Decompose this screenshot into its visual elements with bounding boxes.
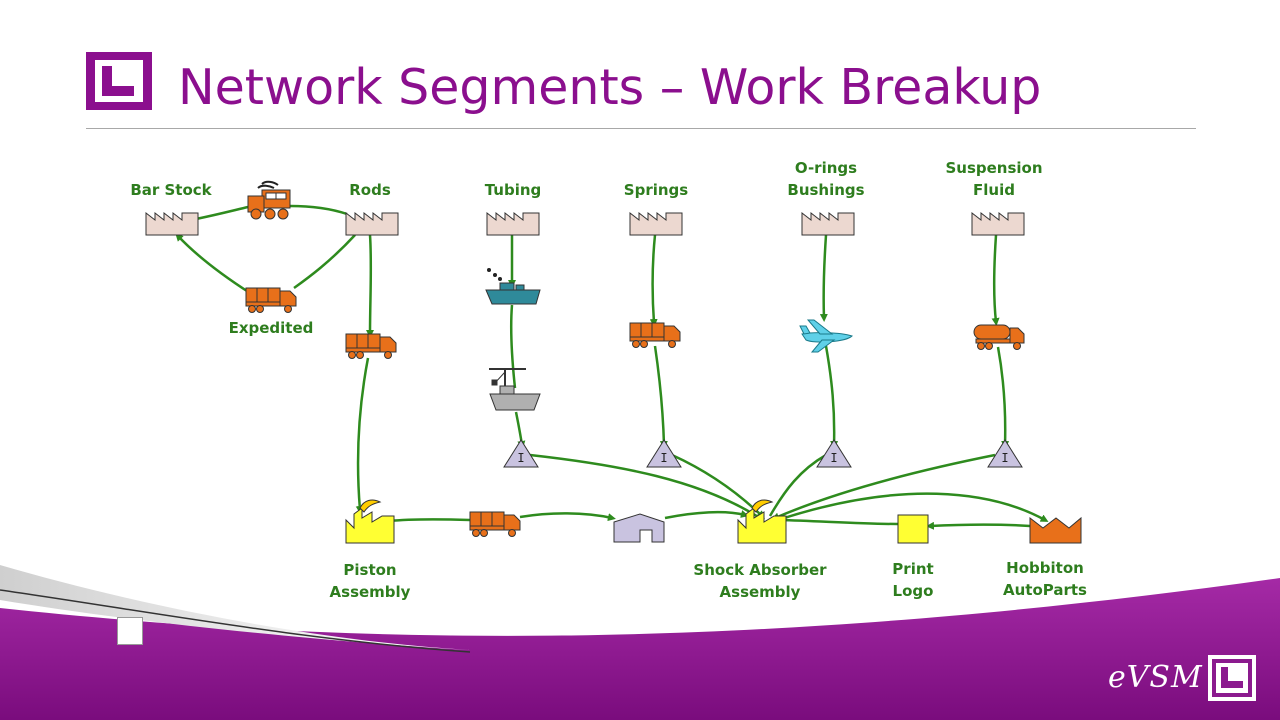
flow-expedited-barstock — [175, 233, 251, 295]
label-orings-line1: O-rings — [794, 159, 858, 177]
company-logo-icon — [86, 52, 152, 110]
embedded-note-thumbnail — [117, 617, 143, 645]
label-fluid-line1: Suspension — [945, 159, 1043, 177]
svg-text:I: I — [660, 451, 667, 465]
tubing-factory-icon — [486, 212, 540, 236]
flow-inv4-shock — [771, 453, 996, 521]
tanker-truck-icon — [973, 324, 1025, 350]
expedited-truck-icon — [245, 287, 297, 313]
airplane-icon — [799, 319, 853, 353]
rods-truck-icon — [345, 333, 397, 359]
label-hobbiton-line1: Hobbiton — [1006, 559, 1084, 577]
flow-inv3-shock — [768, 453, 827, 517]
flow-shock-hobbiton — [777, 492, 1049, 522]
process-box-icon — [897, 514, 929, 544]
label-hobbiton-line2: AutoParts — [1003, 581, 1087, 599]
flow-truck-inv2 — [653, 345, 668, 449]
flow-plane-inv3 — [824, 345, 839, 449]
flow-piston-truck — [384, 516, 471, 525]
flow-orings-plane — [819, 234, 828, 322]
flow-rods-expedited — [293, 234, 356, 290]
label-print-line2: Logo — [892, 582, 934, 600]
fluid-factory-icon — [971, 212, 1025, 236]
label-print-line1: Print — [892, 560, 934, 578]
svg-text:I: I — [830, 451, 837, 465]
label-shock-line1: Shock Absorber — [693, 561, 827, 579]
flow-train-rods — [289, 204, 348, 216]
svg-text:I: I — [1001, 451, 1008, 465]
springs-truck-icon — [629, 322, 681, 348]
flow-truck-warehouse — [519, 512, 616, 522]
inventory-triangle-icon: I — [816, 439, 852, 468]
label-bar-stock: Bar Stock — [130, 181, 212, 199]
shock-absorber-assembly-plant-icon — [737, 499, 787, 544]
bar-stock-factory-icon — [145, 212, 199, 236]
flow-truck-piston — [355, 357, 370, 514]
orings-factory-icon — [801, 212, 855, 236]
flow-ship-barge — [509, 304, 517, 389]
label-shock-line2: Assembly — [719, 583, 801, 601]
ship-icon — [485, 268, 541, 305]
label-piston-line2: Assembly — [329, 583, 411, 601]
flow-hobbiton-print — [926, 521, 1031, 530]
customer-icon — [1029, 516, 1082, 544]
inventory-triangle-icon: I — [987, 439, 1023, 468]
warehouse-icon — [613, 513, 665, 543]
page-title: Network Segments – Work Breakup — [178, 59, 1042, 116]
label-fluid-line2: Fluid — [973, 181, 1015, 199]
flow-warehouse-shock — [664, 510, 749, 520]
label-orings-line2: Bushings — [787, 181, 865, 199]
svg-text:I: I — [517, 451, 524, 465]
barge-icon — [489, 368, 541, 411]
brand-logo-icon — [1208, 655, 1256, 701]
springs-factory-icon — [629, 212, 683, 236]
inventory-triangle-icon: I — [503, 439, 539, 468]
flow-fluid-tanker — [991, 234, 1000, 326]
flow-lines — [175, 204, 1049, 530]
title-divider — [86, 128, 1196, 129]
footer-band — [0, 565, 1280, 720]
flow-print-shock — [776, 516, 899, 526]
flow-tanker-inv4 — [996, 346, 1010, 449]
label-tubing: Tubing — [484, 181, 542, 199]
inventory-triangle-icon: I — [646, 439, 682, 468]
piston-assembly-plant-icon — [345, 499, 395, 544]
flow-barstock-train — [195, 205, 249, 221]
train-icon — [247, 180, 291, 220]
label-rods: Rods — [349, 181, 391, 199]
flow-inv1-shock — [529, 453, 764, 521]
flow-springs-truck — [649, 234, 658, 327]
piston-truck-icon — [469, 511, 521, 537]
label-expedited: Expedited — [228, 319, 314, 337]
brand-name: eVSM — [1108, 660, 1203, 695]
label-piston-line1: Piston — [343, 561, 397, 579]
rods-factory-icon — [345, 212, 399, 236]
flow-rods-truck — [366, 234, 375, 338]
label-springs: Springs — [623, 181, 689, 199]
